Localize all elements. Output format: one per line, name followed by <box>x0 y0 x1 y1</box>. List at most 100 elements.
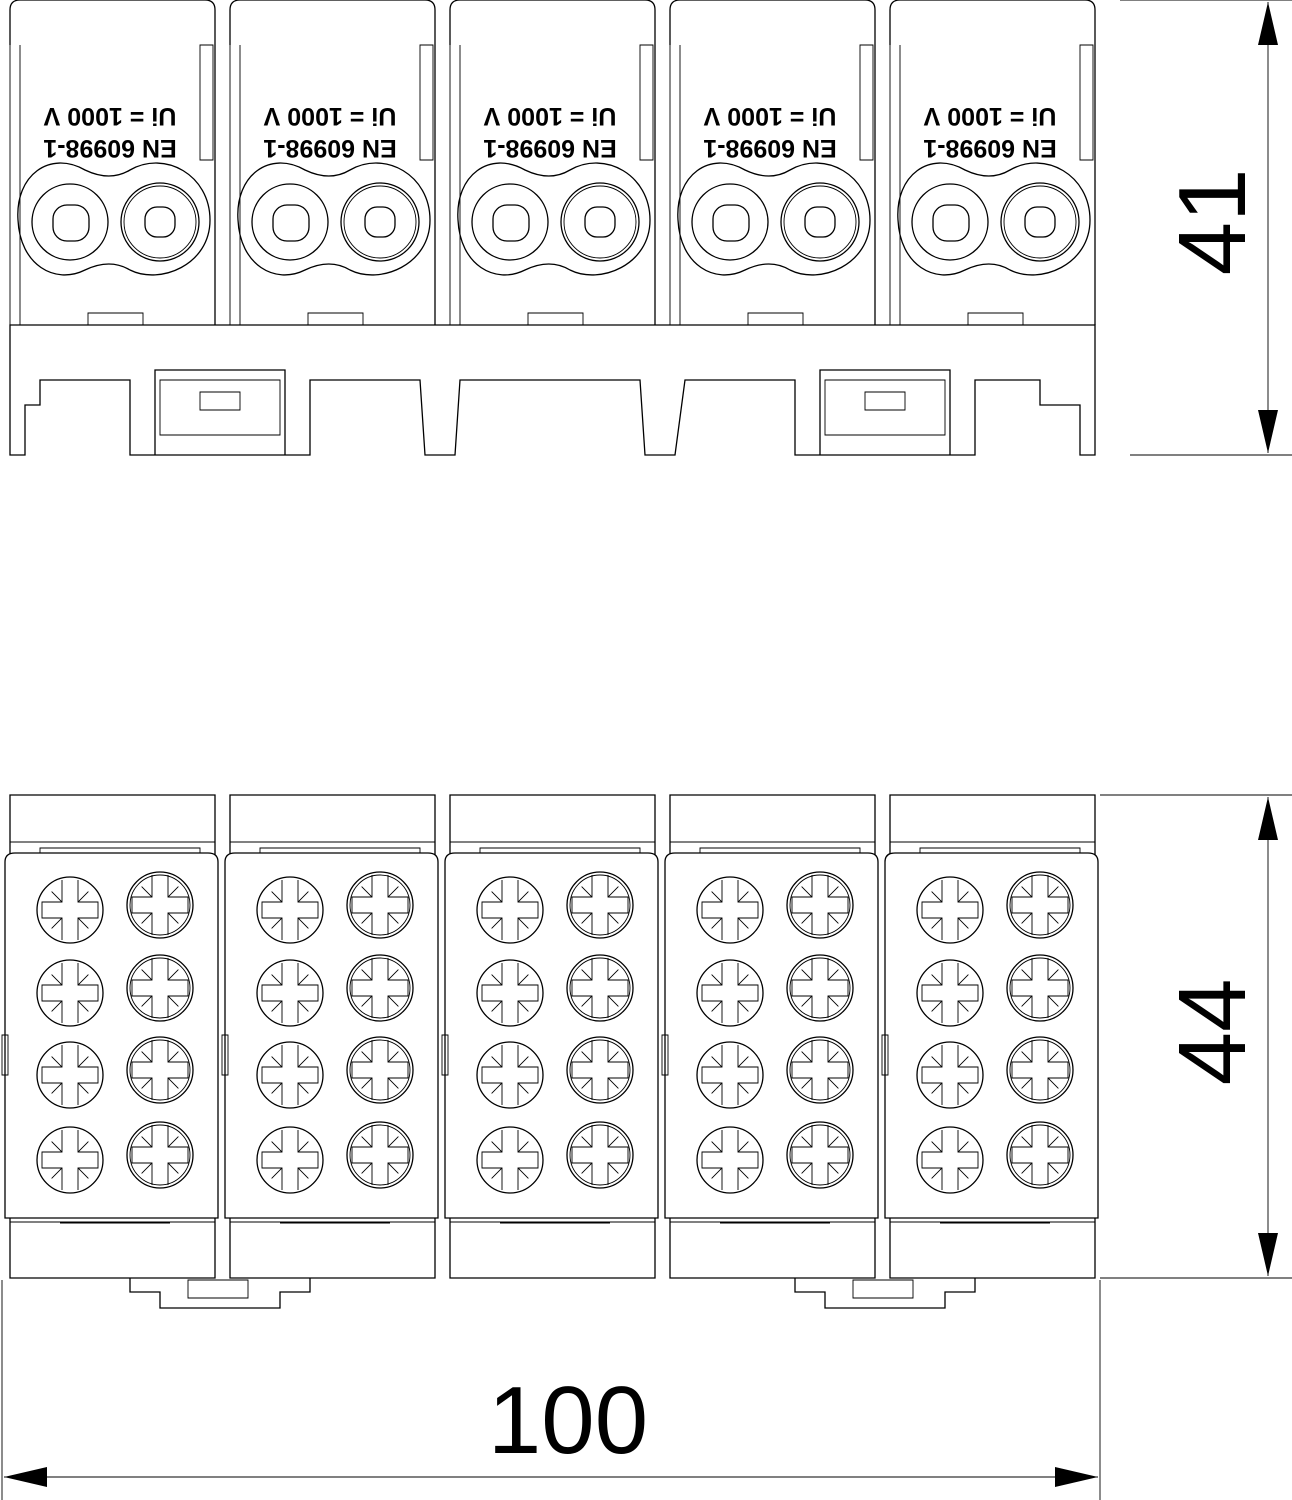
manufacturer-label <box>920 848 1080 853</box>
screw-rim <box>570 1040 630 1100</box>
screw-head <box>697 877 763 943</box>
cross-slot <box>1012 1040 1068 1100</box>
din-clip <box>820 370 950 455</box>
terminal-small-hole <box>365 207 395 237</box>
manufacturer-label <box>480 848 640 853</box>
module-notch <box>88 313 143 325</box>
terminal-outline <box>458 163 650 275</box>
front-module: EN 60998-1Ui = 1000 V <box>230 0 435 325</box>
marking-line-en: EN 60998-1 <box>43 134 177 162</box>
screw-head <box>347 1037 413 1103</box>
module-notch <box>748 313 803 325</box>
marking-line-en: EN 60998-1 <box>923 134 1057 162</box>
pozidriv-marks <box>272 975 309 1012</box>
pozidriv-marks <box>142 970 179 1007</box>
cross-slot <box>352 958 408 1018</box>
screw-rim <box>1010 875 1070 935</box>
dimension-label-41: 41 <box>1159 169 1266 276</box>
cross-slot <box>262 1130 318 1190</box>
screw-head <box>787 1122 853 1188</box>
cross-slot <box>42 1045 98 1105</box>
marking-line-ui: Ui = 1000 V <box>263 102 396 130</box>
pozidriv-marks <box>1022 1137 1059 1174</box>
top-module <box>222 795 438 1278</box>
side-clip <box>860 45 873 160</box>
terminal-small-hole <box>1025 207 1055 237</box>
module-notch <box>968 313 1023 325</box>
marking-text: EN 60998-1Ui = 1000 V <box>483 102 617 162</box>
screw-head <box>567 872 633 938</box>
pozidriv-marks <box>582 1052 619 1089</box>
cross-slot <box>482 963 538 1023</box>
top-module <box>662 795 878 1278</box>
screw-head <box>1007 872 1073 938</box>
cross-slot <box>792 958 848 1018</box>
terminal-small-ring <box>124 186 196 258</box>
screw-head <box>37 877 103 943</box>
pozidriv-marks <box>712 892 749 929</box>
pozidriv-marks <box>932 892 969 929</box>
screw-head <box>697 1127 763 1193</box>
cross-slot <box>352 875 408 935</box>
pozidriv-marks <box>582 970 619 1007</box>
clip-spring <box>825 380 945 435</box>
module-housing <box>450 0 655 325</box>
screw-head <box>127 1037 193 1103</box>
screw-rim <box>1010 958 1070 1018</box>
side-latch <box>882 1035 888 1075</box>
screw-rim <box>790 1040 850 1100</box>
cross-slot <box>132 875 188 935</box>
module-housing <box>230 0 435 325</box>
screw-head <box>257 877 323 943</box>
screw-head <box>1007 955 1073 1021</box>
cover-plate <box>885 853 1098 1218</box>
terminal-large-hole <box>933 205 969 241</box>
dimension-label-44: 44 <box>1159 979 1266 1086</box>
pozidriv-marks <box>272 1142 309 1179</box>
terminal-large-hole <box>53 205 89 241</box>
side-clip <box>200 45 213 160</box>
pozidriv-marks <box>52 1142 89 1179</box>
cross-slot <box>482 1130 538 1190</box>
cross-slot <box>132 1125 188 1185</box>
clip-body <box>155 370 285 455</box>
pozidriv-marks <box>712 975 749 1012</box>
screw-rim <box>1010 1040 1070 1100</box>
din-clip-tab <box>795 1278 975 1308</box>
terminal-small-ring <box>1004 186 1076 258</box>
cross-slot <box>572 1125 628 1185</box>
pozidriv-marks <box>272 892 309 929</box>
marking-line-ui: Ui = 1000 V <box>483 102 616 130</box>
dimension-width: 100 <box>2 1280 1100 1500</box>
clip-spring <box>160 380 280 435</box>
cross-slot <box>572 875 628 935</box>
terminal-small-ring <box>121 183 199 261</box>
cross-slot <box>922 963 978 1023</box>
side-clip <box>420 45 433 160</box>
terminal-outline <box>18 163 210 275</box>
dimension-depth-top: 44 <box>1100 795 1292 1278</box>
pozidriv-marks <box>52 892 89 929</box>
terminal-large-hole <box>493 205 529 241</box>
marking-text: EN 60998-1Ui = 1000 V <box>263 102 397 162</box>
screw-rim <box>790 1125 850 1185</box>
screw-head <box>37 1042 103 1108</box>
pozidriv-marks <box>362 1137 399 1174</box>
terminal-small-hole <box>585 207 615 237</box>
screw-rim <box>350 958 410 1018</box>
clip-body <box>820 370 950 455</box>
screw-head <box>567 955 633 1021</box>
screw-head <box>257 960 323 1026</box>
module-housing <box>890 0 1095 325</box>
pozidriv-marks <box>272 1057 309 1094</box>
pozidriv-marks <box>802 1052 839 1089</box>
screw-head <box>1007 1122 1073 1188</box>
terminal-small-ring <box>341 183 419 261</box>
pozidriv-marks <box>52 975 89 1012</box>
pozidriv-marks <box>1022 970 1059 1007</box>
screw-rim <box>1010 1125 1070 1185</box>
dimension-height-front: 41 <box>1120 0 1292 455</box>
cross-slot <box>42 880 98 940</box>
cross-slot <box>482 1045 538 1105</box>
manufacturer-label <box>40 848 200 853</box>
